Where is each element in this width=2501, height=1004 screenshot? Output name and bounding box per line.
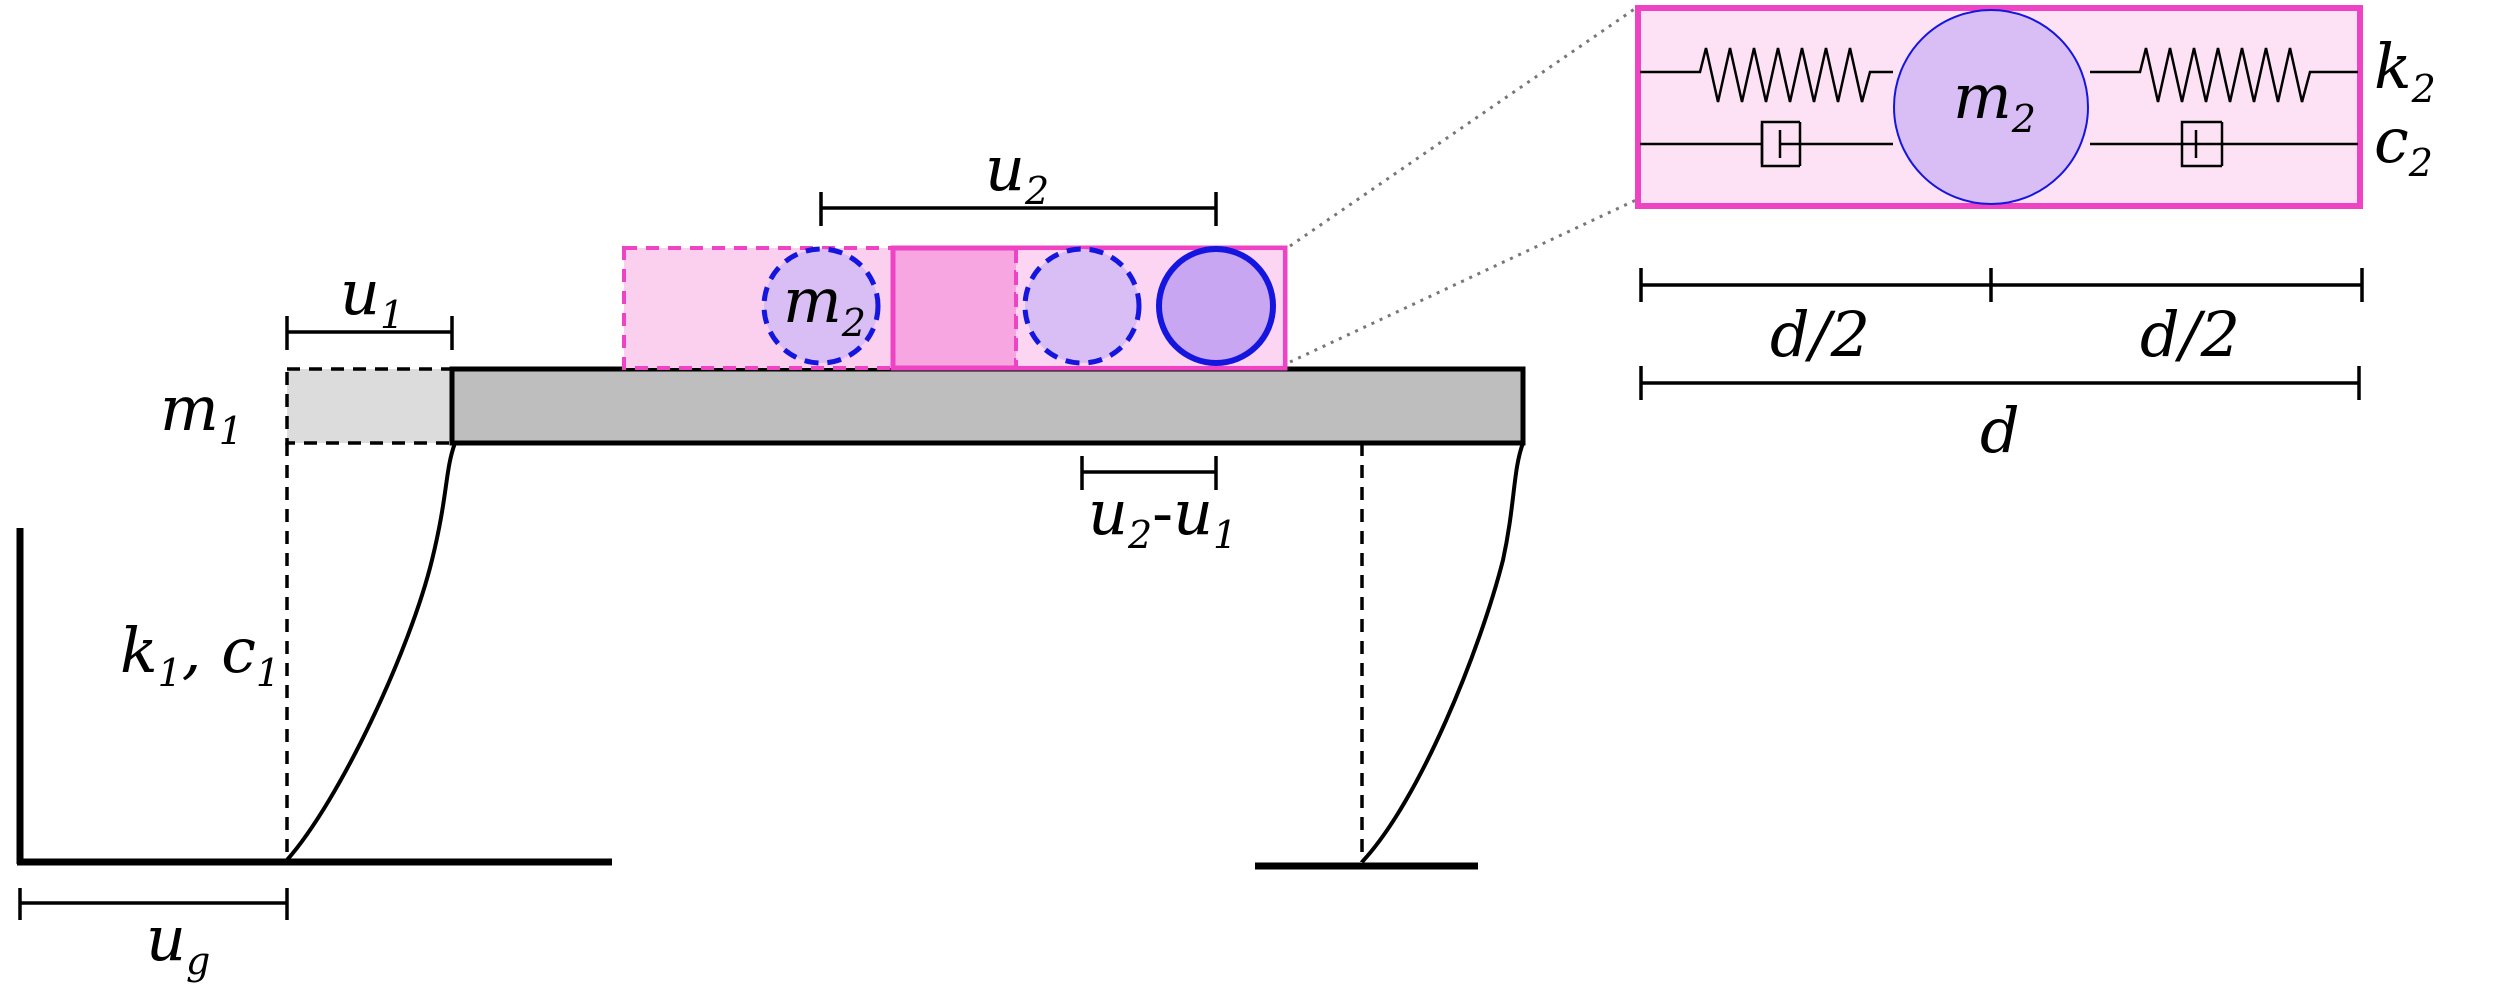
label-k2: k2 <box>2374 30 2436 111</box>
label-full: d <box>1980 394 2020 467</box>
label-half-left: d/2 <box>1770 298 1870 371</box>
ground <box>16 528 1478 870</box>
label-u2-minus-u1: u2-u1 <box>1088 476 1237 557</box>
dim-full-spacing <box>1639 366 2361 400</box>
right-spring <box>2090 47 2358 103</box>
right-column <box>1360 442 1525 864</box>
right-damper <box>2090 120 2358 168</box>
slab-displaced <box>449 366 1526 446</box>
dim-u2 <box>819 192 1218 226</box>
left-column <box>285 442 457 862</box>
reference-dashed-lines <box>285 443 1364 862</box>
columns <box>285 442 1525 864</box>
mass-m2-displaced <box>1156 246 1276 366</box>
zoom-line-bottom <box>1289 198 1637 364</box>
left-damper <box>1640 120 1893 168</box>
label-c2: c2 <box>2374 104 2433 185</box>
inset-mass-m2 <box>1893 9 2089 205</box>
tmd-box-overlap <box>893 248 1016 368</box>
label-m1: m1 <box>160 372 243 453</box>
label-ug: ug <box>146 902 210 983</box>
label-u2: u2 <box>985 132 1049 213</box>
dim-ug <box>18 888 289 920</box>
dim-u2-minus-u1 <box>1080 456 1218 490</box>
left-spring <box>1640 47 1893 103</box>
mass-m2-circles <box>761 246 1276 366</box>
mass-m2-ghost-shifted <box>1022 246 1142 366</box>
label-m2-inset: m2 <box>1953 60 2036 141</box>
label-half-right: d/2 <box>2140 298 2240 371</box>
dim-u1 <box>285 316 454 350</box>
slab-ghost-original <box>285 367 454 445</box>
zoom-lines <box>1289 6 1637 364</box>
tmd-box-displaced <box>890 245 1288 371</box>
mass-m2-original <box>761 246 881 366</box>
label-u1: u1 <box>340 256 404 337</box>
zoom-line-top <box>1289 6 1637 248</box>
dim-half-spacing <box>1639 268 2364 302</box>
label-m2-main: m2 <box>783 264 866 345</box>
label-k1-c1: k1, c1 <box>120 614 280 695</box>
slab-m1 <box>285 366 1526 446</box>
tmd-inset <box>1635 5 2363 209</box>
